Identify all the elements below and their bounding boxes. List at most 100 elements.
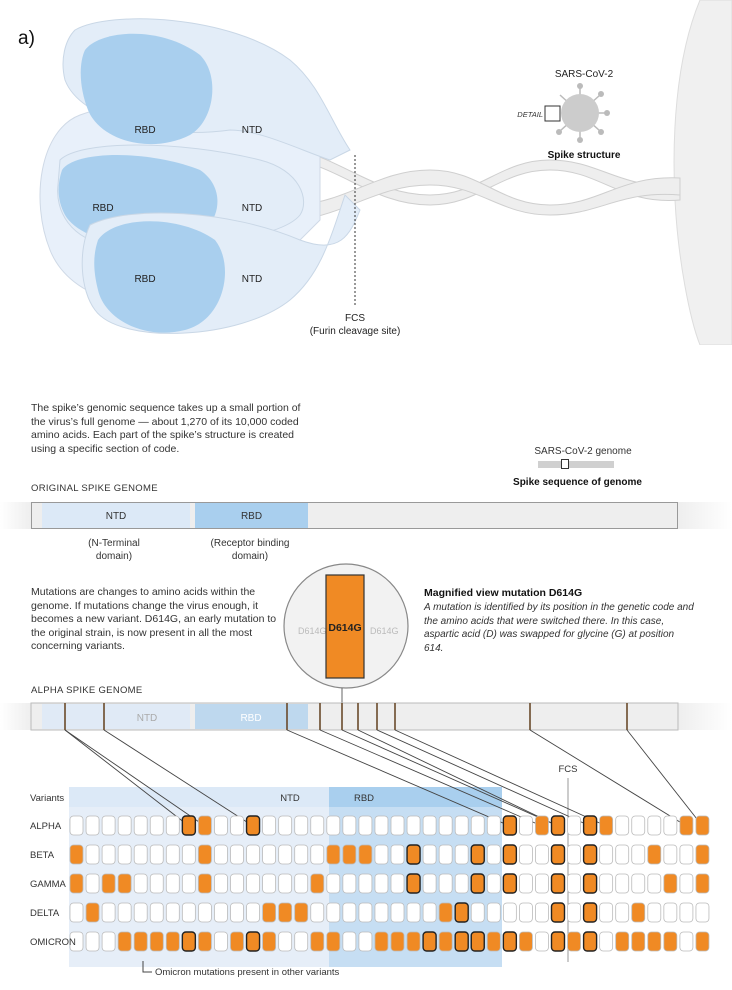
omicron-footnote-bracket (142, 961, 152, 973)
grid-cell-gamma-3 (101, 873, 116, 894)
grid-cell-gamma-13 (262, 873, 277, 894)
grid-cell-alpha-22 (406, 815, 421, 836)
grid-cell-delta-6 (149, 902, 164, 923)
grid-cell-beta-22 (406, 844, 421, 865)
ntd-label-middle: NTD (242, 203, 263, 214)
grid-cell-gamma-30 (535, 873, 549, 894)
grid-cell-alpha-33 (582, 815, 598, 836)
grid-cell-alpha-15 (294, 815, 309, 836)
grid-cell-alpha-9 (197, 815, 212, 836)
grid-cell-beta-14 (278, 844, 293, 865)
grid-cell-beta-30 (535, 844, 549, 865)
grid-cell-omicron-6 (149, 931, 164, 952)
grid-cell-omicron-19 (358, 931, 373, 952)
grid-cell-beta-20 (374, 844, 389, 865)
cell-membrane (673, 0, 732, 345)
fcs-subtitle: (Furin cleavage site) (310, 326, 401, 337)
grid-cell-delta-16 (310, 902, 325, 923)
grid-cell-delta-12 (246, 902, 260, 923)
magnified-body: A mutation is identified by its position… (424, 602, 694, 654)
variant-label-alpha: ALPHA (30, 821, 62, 832)
original-genome-fade-right (678, 502, 732, 529)
grid-cell-gamma-9 (197, 873, 212, 894)
detail-box (544, 105, 561, 122)
grid-cell-omicron-14 (278, 931, 293, 952)
grid-cell-alpha-14 (278, 815, 293, 836)
grid-cell-delta-20 (374, 902, 389, 923)
omicron-footnote: Omicron mutations present in other varia… (155, 967, 340, 978)
grid-cell-gamma-36 (631, 873, 646, 894)
grid-cell-beta-6 (149, 844, 164, 865)
intro-paragraph: The spike’s genomic sequence takes up a … (31, 402, 301, 455)
rbd-description: (Receptor binding domain) (210, 538, 290, 562)
grid-cell-gamma-26 (470, 873, 485, 894)
grid-cell-beta-10 (214, 844, 228, 865)
original-rbd-label: RBD (240, 511, 263, 522)
grid-cell-omicron-18 (342, 931, 357, 952)
grid-cell-omicron-10 (214, 931, 228, 952)
fcs-title: FCS (345, 313, 365, 324)
grid-cell-alpha-4 (117, 815, 132, 836)
grid-cell-beta-33 (582, 844, 598, 865)
grid-cell-beta-7 (165, 844, 180, 865)
grid-cell-delta-34 (599, 902, 614, 923)
grid-cell-alpha-21 (390, 815, 405, 836)
grid-cell-delta-35 (615, 902, 630, 923)
grid-cell-omicron-26 (470, 931, 485, 952)
grid-cell-beta-39 (679, 844, 694, 865)
grid-cell-delta-5 (133, 902, 148, 923)
grid-cell-alpha-29 (519, 815, 533, 836)
grid-cell-delta-32 (567, 902, 581, 923)
original-genome-fade-left (0, 502, 31, 529)
grid-cell-delta-19 (358, 902, 373, 923)
grid-cell-beta-18 (342, 844, 357, 865)
grid-cell-delta-27 (486, 902, 501, 923)
mutation-connector-7 (357, 729, 559, 827)
grid-cell-omicron-31 (550, 931, 566, 952)
alpha-fade-left (0, 703, 31, 730)
grid-ntd-label: NTD (280, 793, 300, 804)
grid-cell-delta-26 (470, 902, 485, 923)
grid-cell-delta-21 (390, 902, 405, 923)
grid-cell-omicron-40 (695, 931, 710, 952)
original-ntd-label: NTD (105, 511, 127, 522)
genome-legend-marker (561, 459, 569, 469)
grid-cell-omicron-35 (615, 931, 630, 952)
grid-cell-gamma-1 (69, 873, 84, 894)
grid-cell-gamma-21 (390, 873, 405, 894)
grid-cell-beta-16 (310, 844, 325, 865)
grid-cell-omicron-4 (117, 931, 132, 952)
grid-cell-delta-3 (101, 902, 116, 923)
grid-cell-delta-4 (117, 902, 132, 923)
grid-cell-gamma-28 (502, 873, 518, 894)
grid-cell-gamma-23 (422, 873, 437, 894)
grid-cell-beta-2 (85, 844, 100, 865)
grid-cell-omicron-25 (454, 931, 469, 952)
grid-cell-alpha-10 (214, 815, 228, 836)
grid-cell-gamma-12 (246, 873, 260, 894)
mutation-connector-6 (341, 729, 559, 827)
grid-cell-alpha-3 (101, 815, 116, 836)
grid-cell-omicron-17 (326, 931, 341, 952)
virus-icon (556, 83, 610, 143)
grid-cell-alpha-34 (599, 815, 614, 836)
grid-cell-omicron-34 (599, 931, 614, 952)
mutation-connector-2 (64, 729, 206, 827)
grid-cell-omicron-38 (663, 931, 678, 952)
grid-cell-delta-17 (326, 902, 341, 923)
grid-cell-alpha-32 (567, 815, 581, 836)
grid-cell-delta-29 (519, 902, 533, 923)
grid-cell-delta-37 (647, 902, 662, 923)
mutation-paragraph: Mutations are changes to amino acids wit… (31, 586, 277, 652)
grid-cell-omicron-28 (502, 931, 518, 952)
variant-grid (69, 815, 710, 952)
grid-cell-gamma-17 (326, 873, 341, 894)
grid-cell-delta-31 (550, 902, 566, 923)
grid-cell-alpha-13 (262, 815, 277, 836)
variant-label-delta: DELTA (30, 908, 60, 919)
rbd-top-shape (80, 33, 213, 145)
grid-variants-header: Variants (30, 793, 64, 804)
grid-cell-beta-28 (502, 844, 518, 865)
alpha-rbd-label: RBD (240, 713, 261, 724)
grid-cell-beta-15 (294, 844, 309, 865)
